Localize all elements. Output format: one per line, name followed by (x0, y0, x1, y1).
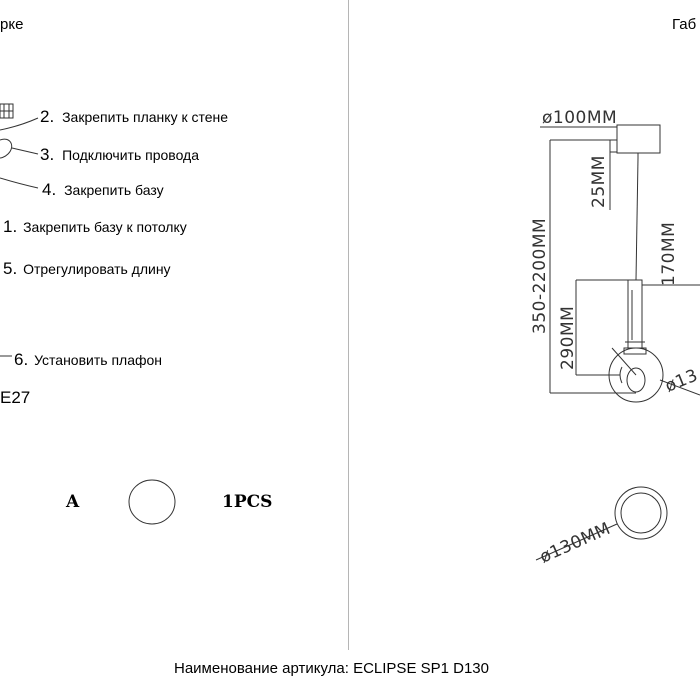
part-label: A (66, 492, 80, 512)
step-2: 2. Закрепить планку к стене (40, 107, 228, 127)
step-4: 4. Закрепить базу (42, 180, 164, 200)
canopy-height-label: 25MM (589, 155, 609, 208)
article-name: Наименование артикула: ECLIPSE SP1 D130 (174, 660, 489, 677)
step-5-number: 5. (3, 259, 18, 278)
step-2-number: 2. (40, 107, 55, 126)
shade-diameter-line (659, 379, 700, 396)
step-4-text: Закрепить базу (64, 182, 164, 198)
step-6-text: Установить плафон (34, 352, 163, 368)
step-6: 6. Установить плафон (14, 350, 162, 370)
page-divider (348, 0, 349, 650)
step-4-leader (0, 177, 39, 189)
step-5-text: Отрегулировать длину (23, 261, 171, 277)
suspension-cable (635, 157, 639, 281)
part-quantity: 1PCS (222, 492, 273, 512)
step-2-leader (0, 103, 39, 131)
step-6-number: 6. (14, 350, 29, 369)
shade-diameter-leader (611, 347, 637, 376)
fixture-body (623, 279, 647, 355)
body-height-label: 290MM (558, 306, 578, 370)
shade-bottom-diameter-label: ø130MM (537, 519, 614, 568)
right-section-title: Габ (672, 16, 697, 33)
cable-length-label: 350-2200MM (530, 218, 550, 334)
shade-part-icon (128, 479, 176, 525)
step-5: 5. Отрегулировать длину (3, 259, 171, 279)
step-1-text: Закрепить базу к потолку (23, 219, 187, 235)
step-1: 1. Закрепить базу к потолку (3, 217, 187, 237)
step-3: 3. Подключить провода (40, 145, 199, 165)
step-3-number: 3. (40, 145, 55, 164)
step-4-number: 4. (42, 180, 57, 199)
step-3-text: Подключить провода (62, 147, 200, 163)
shade-side-diameter-label: ø13 (662, 366, 700, 397)
step-3-leader (0, 138, 39, 159)
fixture-height-label: 170MM (659, 222, 679, 286)
step-2-text: Закрепить планку к стене (62, 109, 229, 125)
canopy-diameter-label: ø100MM (542, 108, 617, 128)
bottom-diameter-line (535, 523, 618, 561)
step-1-number: 1. (3, 217, 18, 236)
left-section-title: рке (0, 16, 24, 33)
shade-bottom-view (614, 486, 668, 540)
canopy (616, 124, 661, 158)
lamp-base-label: E27 (0, 388, 31, 407)
